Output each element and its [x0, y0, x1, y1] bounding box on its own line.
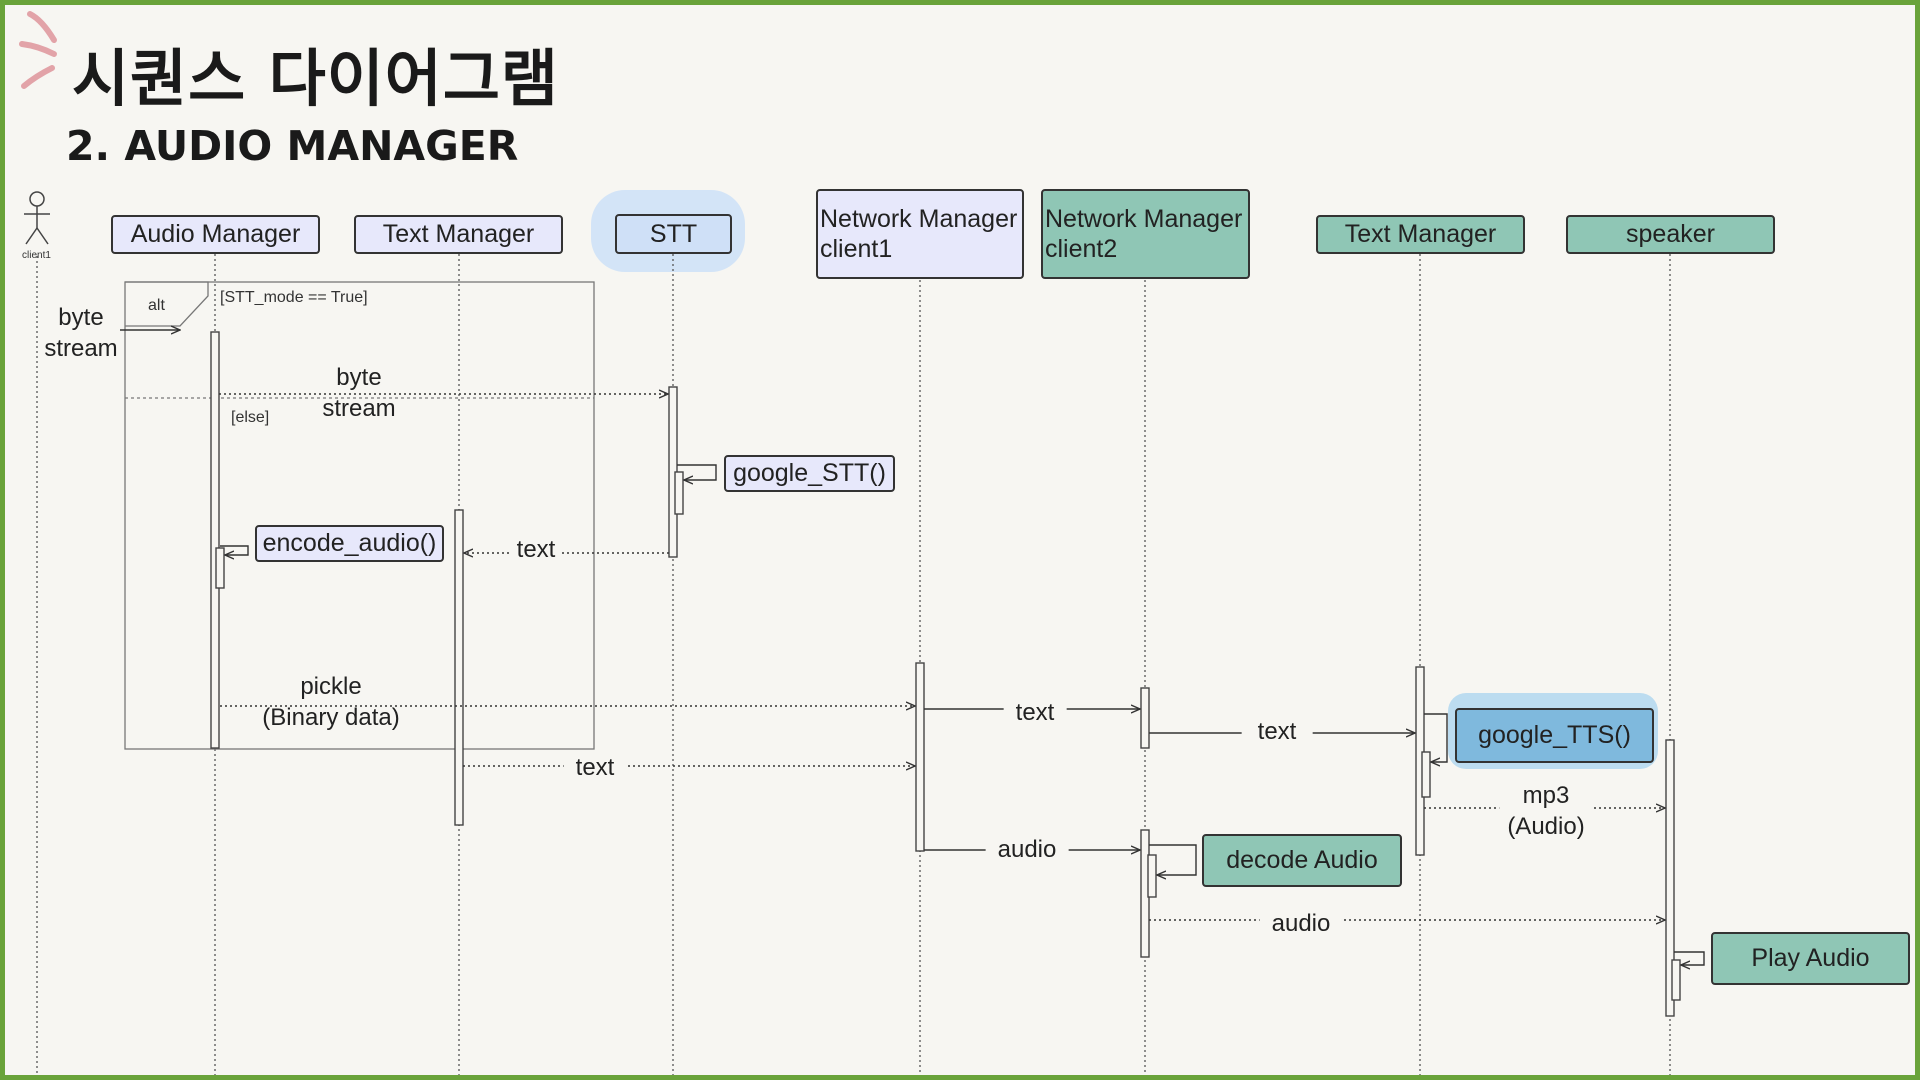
activation-bars [210, 331, 1681, 1017]
participant-text-manager-2: Text Manager [1316, 215, 1525, 254]
function-google-tts: google_TTS() [1455, 708, 1654, 763]
message-input-byte-stream: byte stream [44, 304, 118, 362]
function-decode-audio: decode Audio [1202, 834, 1402, 887]
message-stt-text: text [510, 534, 562, 565]
alt-guard-else: [else] [231, 409, 270, 426]
message-text-c2-tm: text [1241, 716, 1313, 747]
participant-network-manager-client1: Network Manager client1 [816, 189, 1024, 279]
decoration-icon [19, 11, 57, 89]
message-audio-c1-c2: audio [985, 834, 1069, 865]
message-pickle: pickle (Binary data) [262, 673, 400, 731]
participant-text-manager-1: Text Manager [354, 215, 563, 254]
actor-client1-figure [24, 191, 50, 245]
message-text-to-network: text [563, 752, 627, 783]
alt-fragment [124, 281, 595, 750]
participant-audio-manager: Audio Manager [111, 215, 320, 254]
page-subtitle: 2. AUDIO MANAGER [66, 122, 519, 170]
message-mp3: mp3 (Audio) [1499, 780, 1593, 842]
page-title: 시퀀스 다이어그램 [72, 42, 559, 115]
participant-stt: STT [615, 214, 732, 254]
message-byte-stream-to-stt: byte stream [322, 364, 396, 422]
message-arrows [120, 330, 1705, 965]
message-audio-to-speaker: audio [1259, 908, 1343, 939]
alt-guard-if: [STT_mode == True] [220, 289, 368, 306]
message-text-c1-c2: text [1003, 697, 1067, 728]
participant-network-manager-client2: Network Manager client2 [1041, 189, 1250, 279]
participant-speaker: speaker [1566, 215, 1775, 254]
function-play-audio: Play Audio [1711, 932, 1910, 985]
alt-operator: alt [148, 297, 165, 314]
function-google-stt: google_STT() [724, 455, 895, 492]
function-encode-audio: encode_audio() [255, 525, 444, 562]
actor-label: client1 [22, 250, 51, 261]
